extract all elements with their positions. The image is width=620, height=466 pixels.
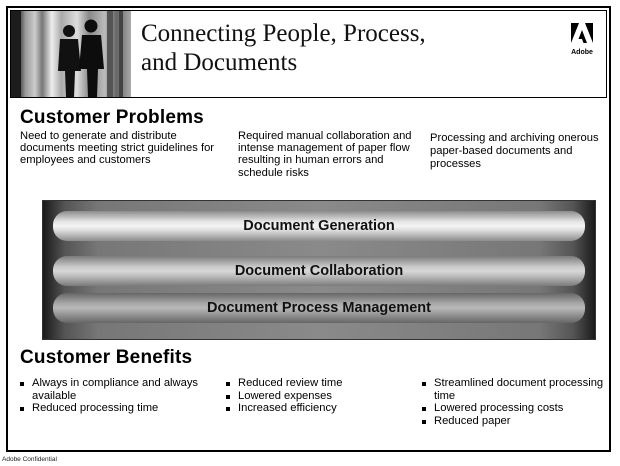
problem-item-1: Need to generate and distribute document…: [20, 130, 215, 167]
benefit-item: Always in compliance and always availabl…: [20, 377, 210, 402]
bullet-icon: [422, 419, 426, 424]
layer-document-generation: Document Generation: [53, 211, 585, 241]
benefit-text: Lowered processing costs: [434, 402, 564, 414]
title-line-1: Connecting People, Process,: [141, 20, 426, 47]
bullet-icon: [226, 382, 230, 386]
benefit-text: Streamlined document processing time: [434, 377, 604, 402]
adobe-logo: Adobe: [568, 23, 596, 56]
adobe-logo-text: Adobe: [571, 49, 593, 56]
benefits-column-1: Always in compliance and always availabl…: [20, 377, 210, 415]
benefit-text: Reduced paper: [434, 414, 511, 427]
slide-header: Connecting People, Process, and Document…: [10, 10, 607, 98]
benefit-text: Increased efficiency: [238, 402, 337, 414]
benefit-text: Reduced review time: [238, 377, 343, 389]
benefit-item: Reduced review time: [226, 377, 396, 390]
benefit-item: Lowered expenses: [226, 390, 396, 403]
bullet-icon: [226, 407, 230, 411]
bullet-icon: [422, 382, 426, 386]
page-title: Connecting People, Process, and Document…: [141, 19, 531, 77]
benefits-column-3: Streamlined document processing time Low…: [422, 377, 607, 427]
benefit-item: Lowered processing costs: [422, 402, 607, 415]
problem-item-2: Required manual collaboration and intens…: [238, 130, 412, 179]
customer-benefits-heading: Customer Benefits: [20, 347, 193, 368]
bullet-icon: [226, 394, 230, 399]
benefit-item: Increased efficiency: [226, 402, 396, 415]
footer-confidential: Adobe Confidential: [2, 456, 57, 463]
bullet-icon: [422, 407, 426, 411]
customer-problems-heading: Customer Problems: [20, 107, 204, 128]
benefit-text: Reduced processing time: [32, 402, 159, 414]
bullet-icon: [20, 382, 24, 386]
title-line-2: and Documents: [141, 49, 298, 76]
header-photo: [11, 11, 131, 97]
slide-frame: Connecting People, Process, and Document…: [6, 6, 611, 452]
benefit-text: Always in compliance and always availabl…: [32, 377, 199, 402]
document-layers-diagram: Document Generation Document Collaborati…: [42, 200, 596, 340]
adobe-logo-icon: [571, 23, 593, 43]
problem-item-3: Processing and archiving onerous paper-b…: [430, 132, 599, 170]
benefits-column-2: Reduced review time Lowered expenses Inc…: [226, 377, 396, 415]
benefit-item: Streamlined document processing time: [422, 377, 607, 402]
benefit-text: Lowered expenses: [238, 389, 332, 402]
benefit-item: Reduced paper: [422, 415, 607, 428]
bullet-icon: [20, 407, 24, 411]
business-people-image: [11, 11, 123, 97]
layer-document-process-management: Document Process Management: [53, 293, 585, 323]
benefit-item: Reduced processing time: [20, 402, 210, 415]
layer-document-collaboration: Document Collaboration: [53, 256, 585, 286]
